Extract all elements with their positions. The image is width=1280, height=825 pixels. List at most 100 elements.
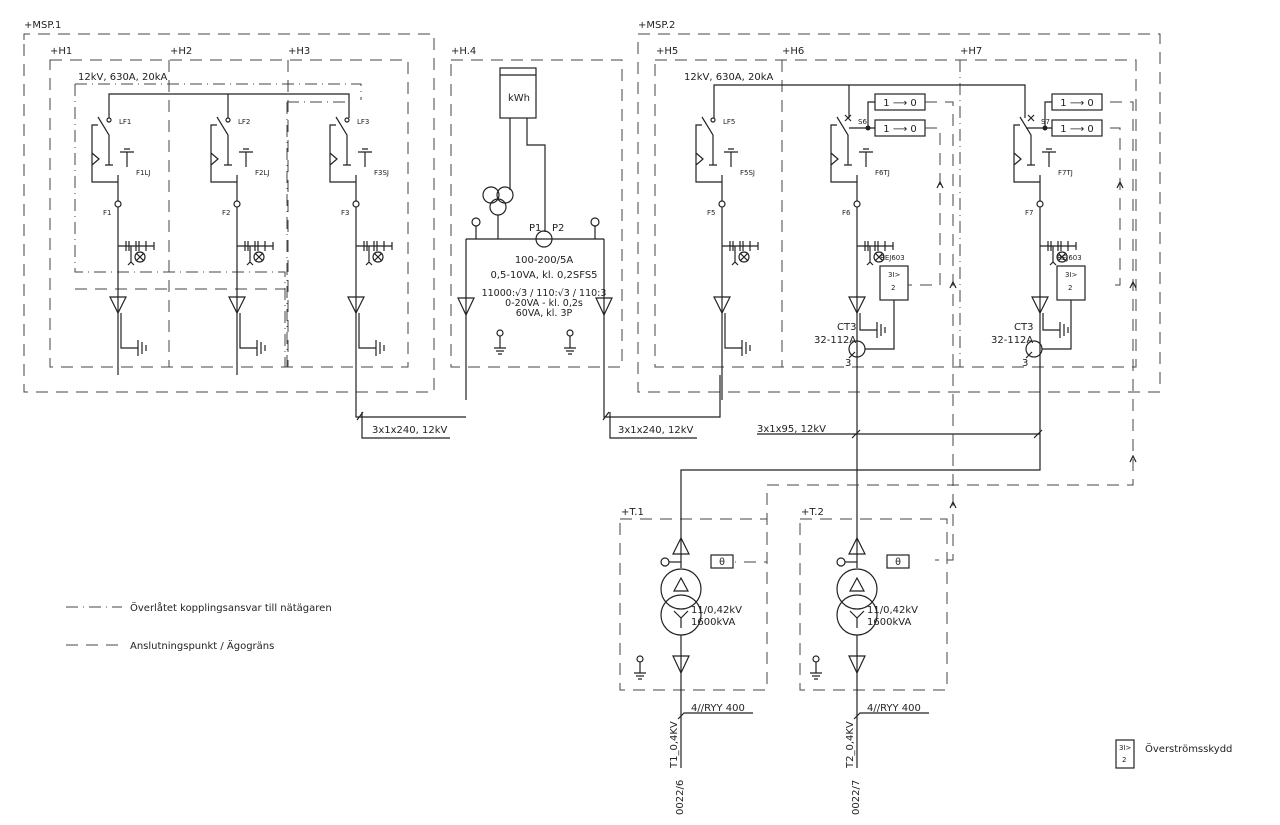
voltage-indicator-icon	[722, 241, 759, 266]
voltage-indicator-icon	[857, 241, 894, 266]
indicator-lamp-icon	[253, 251, 265, 263]
node-icon	[718, 200, 726, 208]
busbar-rating-1: 12kV, 630A, 20kA	[78, 72, 168, 83]
load-switch-icon	[701, 116, 717, 166]
outgoing-feeder-label: T2_0,4KV	[845, 721, 856, 769]
terminal-icon	[660, 557, 670, 567]
trip-coil-label: 1 ⟶ 0	[883, 124, 916, 135]
transformer-secondary-icon	[836, 594, 878, 636]
earth-switch-icon	[859, 148, 873, 167]
terminal-icon	[836, 557, 846, 567]
ground-icon	[120, 313, 147, 356]
legend-dashed-label: Anslutningspunkt / Ägogräns	[130, 639, 274, 652]
ground-icon	[239, 313, 266, 356]
feeders: LF1F1LJF1LF2F2LJF2LF3F3SJF3LF5F5SJF5S6F6…	[91, 93, 1103, 400]
indicator-lamp-icon	[873, 251, 885, 263]
trip-coil-box	[1051, 93, 1103, 111]
panel-frames	[23, 33, 1161, 691]
node-icon	[853, 200, 861, 208]
voltage-indicator-icon	[356, 241, 393, 266]
kwh-meter-label: kWh	[508, 93, 530, 104]
busbar-rating-2: 12kV, 630A, 20kA	[684, 72, 774, 83]
node-icon	[233, 200, 241, 208]
relay-name: REJ603	[880, 254, 905, 262]
earth-switch-label: F2LJ	[255, 169, 269, 177]
cable-termination-icon	[109, 296, 127, 315]
panel-label-h6: +H6	[782, 46, 804, 57]
earth-switch-icon	[120, 148, 134, 167]
panel-label-h5: +H5	[656, 46, 678, 57]
ground-icon	[810, 662, 822, 680]
circuit-breaker-icon	[1019, 114, 1035, 166]
cable-termination-icon	[347, 296, 365, 315]
ct-name: CT3	[1014, 322, 1033, 333]
ct-range: 32-112A	[814, 335, 856, 346]
wire	[254, 252, 264, 262]
earth-switch-label: F1LJ	[136, 169, 150, 177]
ct-p1-label: P1	[529, 223, 541, 234]
earth-switch-label: F3SJ	[374, 169, 389, 177]
ground-icon	[494, 329, 576, 355]
node-icon	[1036, 200, 1044, 208]
cable-termination-icon	[672, 536, 690, 555]
node-label: F1	[103, 209, 111, 217]
legend-relay-label: Överströmsskydd	[1145, 742, 1232, 755]
wire	[1026, 101, 1052, 129]
voltage-transformer-icon	[482, 186, 514, 216]
operator-link	[210, 124, 237, 183]
cable-termination-icon	[848, 536, 866, 555]
cable-termination-icon	[672, 655, 690, 675]
wire	[848, 300, 895, 359]
kwh-meter	[499, 67, 537, 119]
wire	[1025, 300, 1072, 359]
panel-label-t1: +T.1	[621, 507, 644, 518]
outgoing-feeder-label: T1_0,4KV	[669, 721, 680, 769]
legend-dashdot-label: Överlåtet kopplingsansvar till nätägaren	[130, 601, 332, 614]
metering-vt-class: 0-20VA - kl. 0,2s	[505, 298, 583, 309]
indicator-lamp-icon	[134, 251, 146, 263]
ct-count: 3	[845, 358, 851, 369]
wire	[1019, 116, 1035, 166]
legend: Överlåtet kopplingsansvar till nätägaren…	[66, 601, 1232, 769]
circuit-breaker-icon	[836, 114, 852, 166]
lv-cable-label: 4//RYY 400	[691, 703, 745, 714]
node-label: F6	[842, 209, 851, 217]
panel-label-h3: +H3	[288, 46, 310, 57]
wire	[874, 252, 884, 262]
load-switch-icon	[335, 116, 351, 166]
ct-count: 3	[1022, 358, 1028, 369]
cable-termination-icon	[713, 296, 731, 315]
ct-name: CT3	[837, 322, 856, 333]
wire	[853, 712, 929, 720]
panel-labels: +MSP.1 +H1 +H2 +H3 +H.4 +MSP.2 +H5 +H6 +…	[24, 20, 982, 518]
temperature-symbol: θ	[719, 557, 725, 568]
wire	[335, 116, 351, 166]
wire	[739, 252, 749, 262]
busbars	[108, 84, 1026, 118]
cable-termination-icon	[848, 655, 866, 675]
junction-dot	[865, 125, 871, 131]
wire	[135, 252, 145, 262]
metering-vt-ratio: 11000:√3 / 110:√3 / 110:3	[482, 288, 607, 299]
operator-link	[695, 124, 722, 183]
metering-ct-class: 0,5-10VA, kl. 0,2SFS5	[490, 270, 597, 281]
panel-label-msp2: +MSP.2	[638, 20, 675, 31]
wire	[849, 101, 875, 129]
ground-icon	[634, 662, 646, 680]
earth-switch-label: F6TJ	[875, 169, 890, 177]
junction-dot	[1042, 125, 1048, 131]
metering-ct-ratio: 100-200/5A	[515, 255, 574, 266]
node-label: F5	[707, 209, 715, 217]
panel-label-h7: +H7	[960, 46, 982, 57]
temperature-symbol: θ	[895, 557, 901, 568]
node-label: F3	[341, 209, 349, 217]
transformer-rating: 11/0,42kV	[867, 605, 918, 616]
wire	[848, 576, 866, 628]
load-switch-icon	[97, 116, 113, 166]
